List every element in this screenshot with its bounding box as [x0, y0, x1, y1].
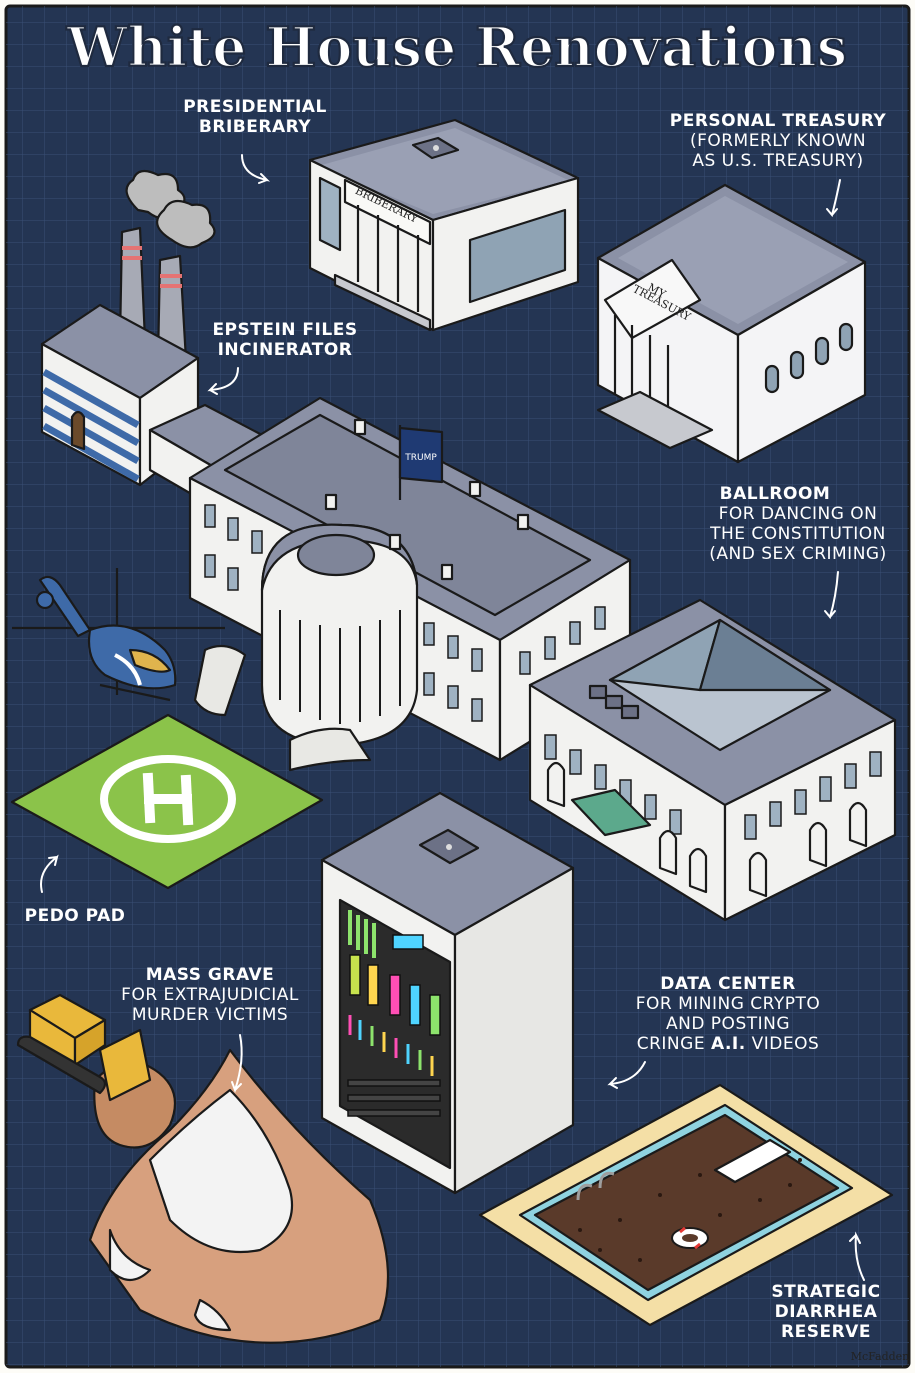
artist-signature: McFadden: [851, 1350, 910, 1363]
label-data-center-sub3-pre: CRINGE: [637, 1034, 711, 1054]
label-ballroom-sub2: THE CONSTITUTION: [709, 524, 886, 544]
label-diarrhea-reserve: STRATEGIC DIARRHEA RESERVE: [771, 1231, 880, 1342]
label-epstein-line2: INCINERATOR: [218, 340, 353, 360]
label-mass-grave: MASS GRAVE FOR EXTRAJUDICIAL MURDER VICT…: [121, 965, 299, 1093]
helicopter: [12, 568, 225, 702]
label-pedo-pad: PEDO PAD: [25, 854, 126, 926]
briberary-building: BRIBERARY: [308, 118, 580, 332]
label-data-center: DATA CENTER FOR MINING CRYPTO AND POSTIN…: [607, 974, 821, 1089]
diarrhea-pool: [478, 1083, 894, 1327]
label-ballroom-sub1: FOR DANCING ON: [719, 504, 878, 524]
label-grave-sub2: MURDER VICTIMS: [132, 1005, 288, 1025]
label-data-center-ai: A.I.: [711, 1034, 746, 1054]
mass-grave: [88, 1048, 390, 1344]
label-reserve-line1: STRATEGIC: [771, 1282, 880, 1302]
label-data-center-sub3: CRINGE A.I. VIDEOS: [637, 1034, 820, 1054]
label-data-center-sub3-post: VIDEOS: [746, 1034, 820, 1054]
label-grave-title: MASS GRAVE: [146, 965, 275, 985]
label-treasury: PERSONAL TREASURY (FORMERLY KNOWN AS U.S…: [670, 111, 887, 218]
treasury-building: MY TREASURY: [596, 183, 867, 464]
label-ballroom-title: BALLROOM: [720, 484, 831, 504]
white-house: TRUMP: [148, 396, 632, 772]
label-epstein-line1: EPSTEIN FILES: [212, 320, 357, 340]
page-title: White House Renovations: [66, 15, 847, 79]
label-bribery-line1: PRESIDENTIAL: [183, 97, 327, 117]
helipad: [10, 713, 324, 890]
bulldozer: [16, 993, 152, 1102]
label-treasury-title: PERSONAL TREASURY: [670, 111, 887, 131]
label-reserve-line2: DIARRHEA: [775, 1302, 878, 1322]
label-data-center-sub2: AND POSTING: [666, 1014, 790, 1034]
label-ballroom: BALLROOM FOR DANCING ON THE CONSTITUTION…: [709, 484, 886, 620]
label-treasury-sub2: AS U.S. TREASURY): [692, 151, 863, 171]
label-reserve-line3: RESERVE: [781, 1322, 871, 1342]
ballroom-building: [528, 598, 897, 922]
flag-text: TRUMP: [404, 453, 437, 463]
label-grave-sub1: FOR EXTRAJUDICIAL: [121, 985, 299, 1005]
incinerator-building: [40, 169, 216, 487]
label-ballroom-sub3: (AND SEX CRIMING): [709, 544, 886, 564]
label-data-center-title: DATA CENTER: [660, 974, 795, 994]
label-data-center-sub1: FOR MINING CRYPTO: [636, 994, 821, 1014]
label-bribery-line2: BRIBERARY: [199, 117, 311, 137]
label-bribery: PRESIDENTIAL BRIBERARY: [183, 97, 327, 184]
label-treasury-sub1: (FORMERLY KNOWN: [690, 131, 866, 151]
data-center: [320, 791, 575, 1195]
label-epstein: EPSTEIN FILES INCINERATOR: [207, 320, 357, 395]
label-pedo-pad-title: PEDO PAD: [25, 906, 126, 926]
